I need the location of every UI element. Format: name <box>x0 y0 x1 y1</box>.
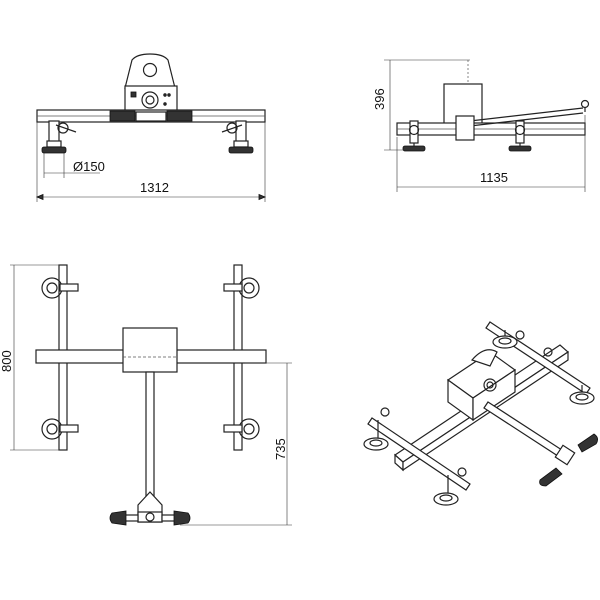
vacuum-gauge-icon <box>141 91 159 109</box>
dimension-handle-length: 735 <box>273 438 288 460</box>
iso-gauge-icon <box>483 378 497 392</box>
iso-front-rail <box>367 417 471 491</box>
iso-knob-icon <box>543 347 553 357</box>
top-handle-bar <box>145 371 155 501</box>
side-view: 396 1135 <box>372 59 590 192</box>
suction-pad-top-left <box>41 277 79 299</box>
pad-knob-icon <box>226 122 238 134</box>
iso-knob-icon <box>515 330 525 340</box>
dimension-front-width: 1312 <box>140 180 169 195</box>
lifting-eye-hole <box>142 62 158 78</box>
indicator-icon <box>130 91 137 98</box>
side-handle-arm <box>469 107 584 122</box>
front-view: Ø150 1312 <box>35 53 267 202</box>
dimension-pad-diameter: Ø150 <box>73 159 105 174</box>
dimension-side-height: 396 <box>372 88 387 110</box>
pad-knob-icon <box>408 124 420 136</box>
iso-pad-1 <box>363 420 389 451</box>
iso-knob-icon <box>457 467 467 477</box>
suction-pad-bottom-left <box>41 418 79 440</box>
dimension-top-height: 800 <box>0 350 14 372</box>
handle-knob-icon <box>580 99 590 109</box>
iso-left-grip-icon <box>539 467 563 487</box>
suction-pad-bottom-right <box>223 418 260 440</box>
right-grip-icon <box>173 510 191 526</box>
iso-pad-3 <box>492 330 518 349</box>
top-control-box <box>122 327 178 373</box>
iso-right-grip-icon <box>577 433 598 453</box>
iso-handle-bar <box>483 401 566 459</box>
suction-pad-top-right <box>223 277 260 299</box>
side-pad-left <box>402 145 426 152</box>
right-grip-icon <box>166 110 193 122</box>
iso-knob-icon <box>380 407 390 417</box>
isometric-view <box>363 321 598 506</box>
side-pad-right <box>508 145 532 152</box>
iso-pad-4 <box>569 385 595 405</box>
iso-lifting-eye <box>470 349 498 367</box>
iso-pad-2 <box>433 475 459 506</box>
lifting-eye-plate <box>124 53 176 89</box>
suction-pad-left <box>41 146 67 154</box>
left-grip-icon <box>109 510 127 526</box>
top-view: 800 735 <box>0 264 292 526</box>
suction-pad-right <box>228 146 254 154</box>
pad-knob-icon <box>514 124 526 136</box>
left-grip-icon <box>109 110 136 122</box>
pad-knob-icon <box>57 122 69 134</box>
dimension-side-length: 1135 <box>480 170 508 185</box>
